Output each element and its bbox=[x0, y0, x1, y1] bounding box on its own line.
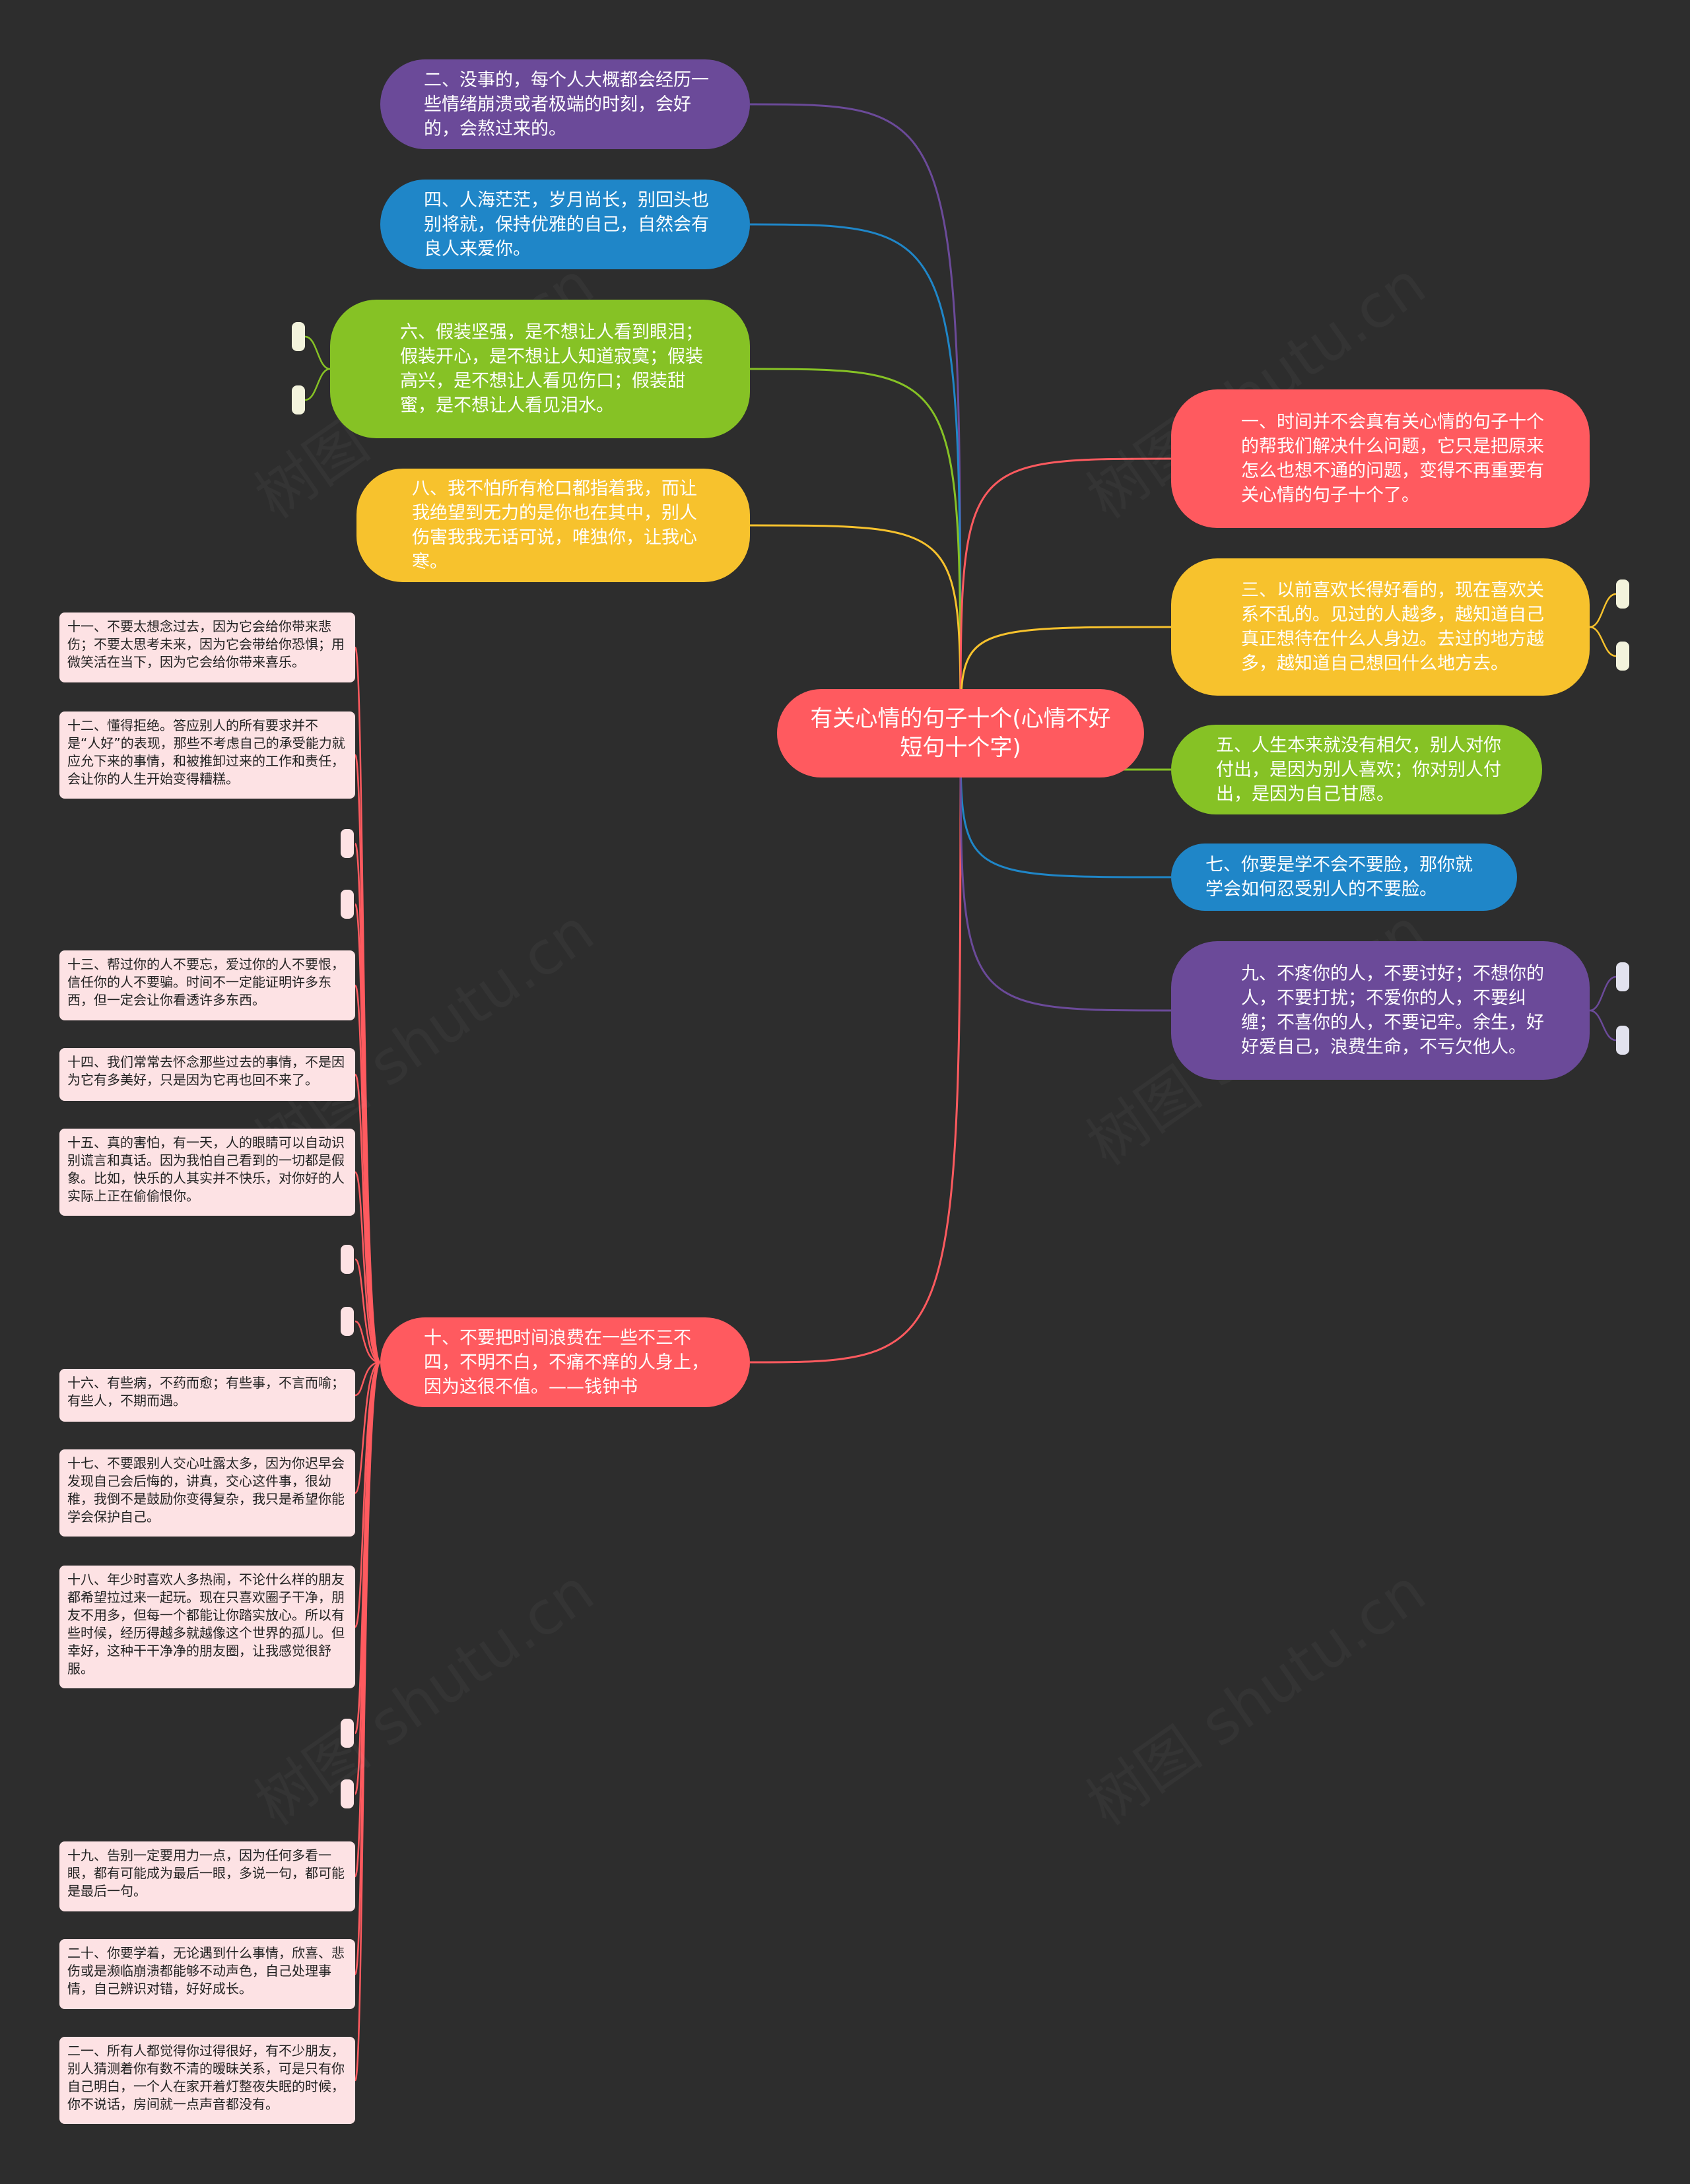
leaf-fifteen[interactable]: 十五、真的害怕，有一天，人的眼睛可以自动识别谎言和真话。因为我怕自己看到的一切都… bbox=[59, 1129, 355, 1216]
branch-nine-text: 九、不疼你的人，不要讨好；不想你的人，不要打扰；不爱你的人，不要纠缠；不喜你的人… bbox=[1241, 964, 1544, 1057]
connector-branch-four bbox=[749, 223, 962, 734]
leaf-nineteen[interactable]: 十九、告别一定要用力一点，因为任何多看一眼，都有可能成为最后一眼，多说一句，都可… bbox=[59, 1841, 355, 1911]
leaf-thirteen-text: 十三、帮过你的人不要忘，爱过你的人不要恨，信任你的人不要骗。时间不一定能证明许多… bbox=[67, 956, 345, 1008]
connector-leaf bbox=[354, 1258, 381, 1364]
connector-stub bbox=[1589, 626, 1617, 657]
branch-seven-text: 七、你要是学不会不要脸，那你就学会如何忍受别人的不要脸。 bbox=[1205, 855, 1473, 900]
connector-branch-ten bbox=[749, 733, 962, 1364]
collapsed-child-marker[interactable] bbox=[1616, 642, 1629, 671]
branch-five[interactable]: 五、人生本来就没有相欠，别人对你付出，是因为别人喜欢；你对别人付出，是因为自己甘… bbox=[1171, 725, 1542, 814]
collapsed-child-marker[interactable] bbox=[292, 385, 305, 414]
leaf-twelve-text: 十二、懂得拒绝。答应别人的所有要求并不是“人好”的表现，那些不考虑自己的承受能力… bbox=[67, 717, 345, 787]
root-topic-text: 有关心情的句子十个(心情不好短句十个字) bbox=[810, 706, 1111, 761]
leaf-thirteen[interactable]: 十三、帮过你的人不要忘，爱过你的人不要恨，信任你的人不要骗。时间不一定能证明许多… bbox=[59, 950, 355, 1020]
leaf-twenty-one[interactable]: 二一、所有人都觉得你过得很好，有不少朋友，别人猜测着你有数不清的暧昧关系，可是只… bbox=[59, 2037, 355, 2124]
collapsed-child-marker[interactable] bbox=[341, 829, 354, 858]
connector-branch-nine bbox=[959, 733, 1172, 1012]
branch-two[interactable]: 二、没事的，每个人大概都会经历一些情绪崩溃或者极端的时刻，会好的，会熬过来的。 bbox=[380, 59, 750, 149]
branch-three-text: 三、以前喜欢长得好看的，现在喜欢关系不乱的。见过的人越多，越知道自己真正想待在什… bbox=[1241, 580, 1544, 674]
leaf-seventeen-text: 十七、不要跟别人交心吐露太多，因为你迟早会发现自己会后悔的，讲真，交心这件事，很… bbox=[67, 1455, 345, 1525]
connector-stub bbox=[1589, 1009, 1617, 1042]
connector-leaf bbox=[355, 1320, 381, 1364]
branch-eight[interactable]: 八、我不怕所有枪口都指着我，而让我绝望到无力的是你也在其中，别人伤害我我无话可说… bbox=[356, 469, 750, 582]
collapsed-child-marker[interactable] bbox=[341, 1719, 354, 1748]
connector-stub bbox=[304, 335, 331, 370]
connector-branch-six bbox=[749, 368, 962, 734]
branch-one-text: 一、时间并不会真有关心情的句子十个的帮我们解决什么问题，它只是把原来怎么也想不通… bbox=[1241, 412, 1544, 506]
leaf-seventeen[interactable]: 十七、不要跟别人交心吐露太多，因为你迟早会发现自己会后悔的，讲真，交心这件事，很… bbox=[59, 1449, 355, 1537]
branch-four[interactable]: 四、人海茫茫，岁月尚长，别回头也别将就，保持优雅的自己，自然会有良人来爱你。 bbox=[380, 180, 750, 269]
collapsed-child-marker[interactable] bbox=[341, 1779, 354, 1808]
connector-stub bbox=[1589, 976, 1617, 1012]
connector-branch-two bbox=[749, 103, 962, 734]
collapsed-child-marker[interactable] bbox=[341, 890, 354, 919]
branch-ten-text: 十、不要把时间浪费在一些不三不四，不明不白，不痛不痒的人身上，因为这很不值。——… bbox=[424, 1327, 709, 1397]
branch-one[interactable]: 一、时间并不会真有关心情的句子十个的帮我们解决什么问题，它只是把原来怎么也想不通… bbox=[1171, 389, 1590, 528]
branch-six[interactable]: 六、假装坚强，是不想让人看到眼泪；假装开心，是不想让人知道寂寞；假装高兴，是不想… bbox=[330, 300, 750, 438]
leaf-twenty[interactable]: 二十、你要学着，无论遇到什么事情，欣喜、悲伤或是濒临崩溃都能够不动声色，自己处理… bbox=[59, 1939, 355, 2009]
leaf-eleven[interactable]: 十一、不要太想念过去，因为它会给你带来悲伤；不要太思考未来，因为它会带给你恐惧；… bbox=[59, 612, 355, 682]
connector-leaf bbox=[354, 1361, 381, 1628]
collapsed-child-marker[interactable] bbox=[1616, 962, 1629, 991]
connector-stub bbox=[1589, 593, 1617, 628]
branch-eight-text: 八、我不怕所有枪口都指着我，而让我绝望到无力的是你也在其中，别人伤害我我无话可说… bbox=[412, 479, 697, 572]
collapsed-child-marker[interactable] bbox=[292, 322, 305, 351]
leaf-twelve[interactable]: 十二、懂得拒绝。答应别人的所有要求并不是“人好”的表现，那些不考虑自己的承受能力… bbox=[59, 711, 355, 799]
leaf-fourteen-text: 十四、我们常常去怀念那些过去的事情，不是因为它有多美好，只是因为它再也回不来了。 bbox=[67, 1054, 345, 1088]
leaf-nineteen-text: 十九、告别一定要用力一点，因为任何多看一眼，都有可能成为最后一眼，多说一句，都可… bbox=[67, 1847, 345, 1899]
collapsed-child-marker[interactable] bbox=[341, 1307, 354, 1336]
leaf-twenty-text: 二十、你要学着，无论遇到什么事情，欣喜、悲伤或是濒临崩溃都能够不动声色，自己处理… bbox=[67, 1945, 345, 1997]
connector-leaf bbox=[354, 1073, 381, 1364]
connector-leaf bbox=[354, 1171, 381, 1364]
branch-six-text: 六、假装坚强，是不想让人看到眼泪；假装开心，是不想让人知道寂寞；假装高兴，是不想… bbox=[400, 322, 703, 416]
connector-leaf bbox=[354, 984, 382, 1364]
collapsed-child-marker[interactable] bbox=[1616, 1026, 1629, 1055]
branch-four-text: 四、人海茫茫，岁月尚长，别回头也别将就，保持优雅的自己，自然会有良人来爱你。 bbox=[424, 189, 709, 259]
leaf-eighteen-text: 十八、年少时喜欢人多热闹，不论什么样的朋友都希望拉过来一起玩。现在只喜欢圈子干净… bbox=[67, 1572, 345, 1676]
leaf-twenty-one-text: 二一、所有人都觉得你过得很好，有不少朋友，别人猜测着你有数不清的暧昧关系，可是只… bbox=[67, 2043, 345, 2112]
branch-three[interactable]: 三、以前喜欢长得好看的，现在喜欢关系不乱的。见过的人越多，越知道自己真正想待在什… bbox=[1171, 558, 1590, 696]
leaf-eleven-text: 十一、不要太想念过去，因为它会给你带来悲伤；不要太思考未来，因为它会带给你恐惧；… bbox=[67, 618, 345, 670]
leaf-sixteen-text: 十六、有些病，不药而愈；有些事，不言而喻；有些人，不期而遇。 bbox=[67, 1375, 345, 1408]
root-topic[interactable]: 有关心情的句子十个(心情不好短句十个字) bbox=[777, 689, 1144, 778]
branch-five-text: 五、人生本来就没有相欠，别人对你付出，是因为别人喜欢；你对别人付出，是因为自己甘… bbox=[1216, 735, 1501, 805]
branch-nine[interactable]: 九、不疼你的人，不要讨好；不想你的人，不要打扰；不爱你的人，不要纠缠；不喜你的人… bbox=[1171, 941, 1590, 1080]
leaf-sixteen[interactable]: 十六、有些病，不药而愈；有些事，不言而喻；有些人，不期而遇。 bbox=[59, 1369, 355, 1422]
leaf-eighteen[interactable]: 十八、年少时喜欢人多热闹，不论什么样的朋友都希望拉过来一起玩。现在只喜欢圈子干净… bbox=[59, 1566, 355, 1688]
collapsed-child-marker[interactable] bbox=[1616, 579, 1629, 609]
branch-ten[interactable]: 十、不要把时间浪费在一些不三不四，不明不白，不痛不痒的人身上，因为这很不值。——… bbox=[380, 1317, 750, 1407]
connector-leaf bbox=[355, 1361, 381, 1397]
connector-leaf bbox=[354, 1361, 381, 1494]
connector-branch-one bbox=[959, 457, 1172, 734]
connector-stub bbox=[304, 368, 331, 401]
connector-leaf bbox=[354, 1361, 382, 2082]
leaf-fourteen[interactable]: 十四、我们常常去怀念那些过去的事情，不是因为它有多美好，只是因为它再也回不来了。 bbox=[59, 1048, 355, 1101]
leaf-fifteen-text: 十五、真的害怕，有一天，人的眼睛可以自动识别谎言和真话。因为我怕自己看到的一切都… bbox=[67, 1135, 345, 1204]
branch-two-text: 二、没事的，每个人大概都会经历一些情绪崩溃或者极端的时刻，会好的，会熬过来的。 bbox=[424, 69, 709, 139]
branch-seven[interactable]: 七、你要是学不会不要脸，那你就学会如何忍受别人的不要脸。 bbox=[1171, 844, 1517, 911]
collapsed-child-marker[interactable] bbox=[341, 1245, 354, 1274]
